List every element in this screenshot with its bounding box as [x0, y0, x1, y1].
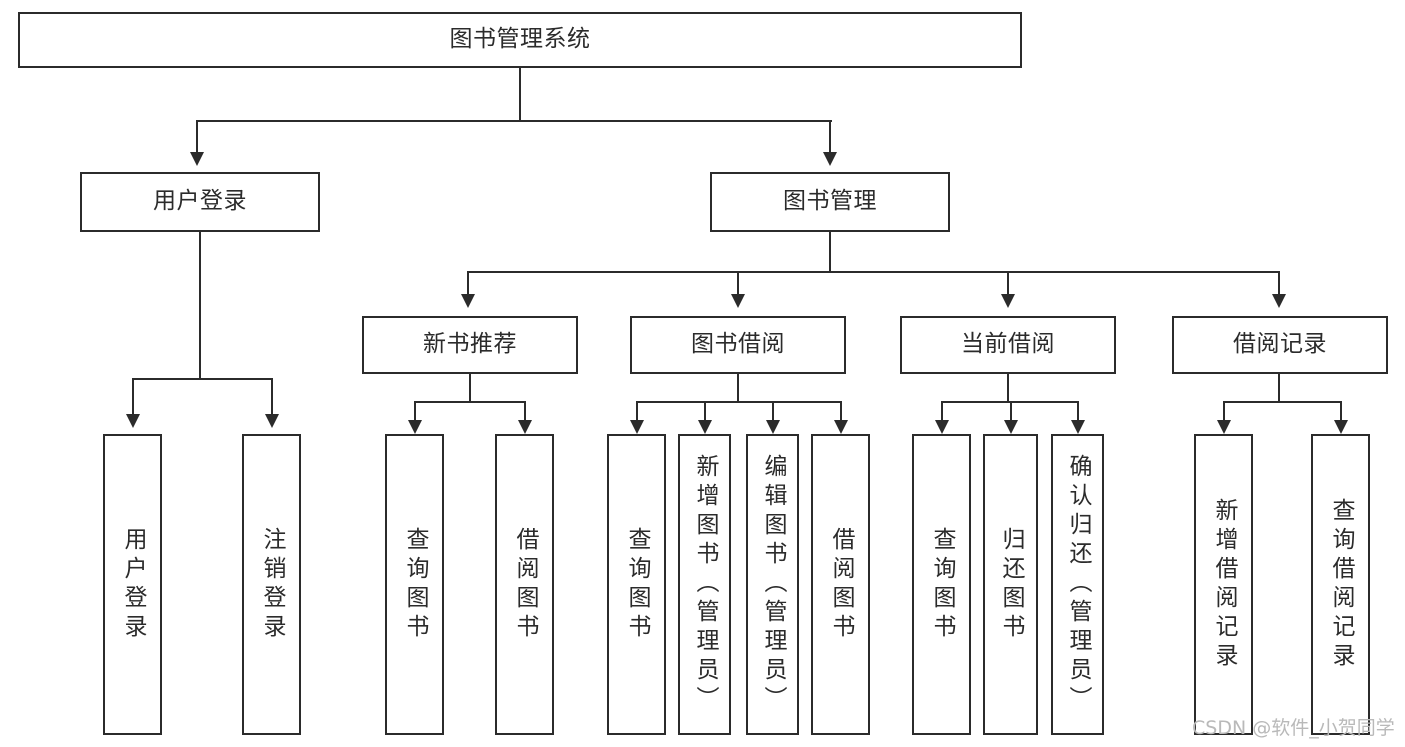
edge-book-borrow-bus: [637, 401, 842, 403]
edge-root-trunk: [519, 68, 521, 121]
node-label: 用户登录: [120, 526, 146, 643]
edge-to-leaf-nb-query: [414, 401, 416, 422]
edge-level3-bus: [468, 271, 1280, 273]
arrowhead-to-current-borrow: [1001, 294, 1015, 308]
node-label: 新书推荐: [423, 331, 517, 358]
edge-user-login-trunk: [199, 232, 201, 379]
edge-to-borrow-record: [1278, 271, 1280, 296]
leaf-bb-query-book[interactable]: 查询图书: [607, 434, 666, 735]
arrowhead-to-leaf-user-login: [126, 414, 140, 428]
arrowhead-to-leaf-nb-query: [408, 420, 422, 434]
edge-current-borrow-trunk: [1007, 374, 1009, 402]
edge-book-borrow-trunk: [737, 374, 739, 402]
arrowhead-to-new-book: [461, 294, 475, 308]
arrowhead-to-leaf-logout: [265, 414, 279, 428]
edge-borrow-record-bus: [1224, 401, 1342, 403]
arrowhead-to-leaf-br-query: [1334, 420, 1348, 434]
node-label: 图书管理系统: [449, 26, 591, 53]
node-book-management[interactable]: 图书管理: [710, 172, 950, 232]
node-label: 查询图书: [402, 526, 428, 643]
edge-to-book-manage: [829, 120, 831, 154]
arrowhead-to-leaf-bb-borrow: [834, 420, 848, 434]
arrowhead-to-leaf-cb-return: [1004, 420, 1018, 434]
edge-to-leaf-cb-confirm: [1077, 401, 1079, 422]
arrowhead-to-leaf-bb-edit: [766, 420, 780, 434]
node-current-borrow[interactable]: 当前借阅: [900, 316, 1116, 374]
edge-new-book-bus: [415, 401, 526, 403]
arrowhead-to-book-borrow: [731, 294, 745, 308]
node-label: 图书借阅: [691, 331, 785, 358]
edge-to-current-borrow: [1007, 271, 1009, 296]
edge-borrow-record-trunk: [1278, 374, 1280, 402]
node-label: 当前借阅: [961, 331, 1055, 358]
node-label: 归还图书: [998, 526, 1024, 643]
edge-to-user-login: [196, 120, 198, 154]
node-book-borrow[interactable]: 图书借阅: [630, 316, 846, 374]
leaf-nb-query-book[interactable]: 查询图书: [385, 434, 444, 735]
edge-to-leaf-bb-add: [704, 401, 706, 422]
edge-to-leaf-br-query: [1340, 401, 1342, 422]
edge-to-leaf-bb-query: [636, 401, 638, 422]
leaf-bb-borrow-book[interactable]: 借阅图书: [811, 434, 870, 735]
node-label: 借阅图书: [512, 526, 538, 643]
leaf-cb-confirm-return[interactable]: 确认归还（管理员）: [1051, 434, 1104, 735]
node-label: 借阅图书: [828, 526, 854, 643]
leaf-br-add-record[interactable]: 新增借阅记录: [1194, 434, 1253, 735]
arrowhead-to-leaf-br-add: [1217, 420, 1231, 434]
leaf-cb-return-book[interactable]: 归还图书: [983, 434, 1038, 735]
arrowhead-to-book-manage: [823, 152, 837, 166]
arrowhead-to-leaf-cb-query: [935, 420, 949, 434]
arrowhead-to-leaf-cb-confirm: [1071, 420, 1085, 434]
edge-to-leaf-cb-query: [941, 401, 943, 422]
node-root-system[interactable]: 图书管理系统: [18, 12, 1022, 68]
node-label: 查询图书: [929, 526, 955, 643]
node-label: 确认归还（管理员）: [1065, 454, 1091, 715]
leaf-user-login[interactable]: 用户登录: [103, 434, 162, 735]
edge-to-leaf-user-login: [132, 378, 134, 416]
arrowhead-to-user-login: [190, 152, 204, 166]
leaf-cb-query-book[interactable]: 查询图书: [912, 434, 971, 735]
leaf-bb-add-book[interactable]: 新增图书（管理员）: [678, 434, 731, 735]
node-label: 用户登录: [153, 188, 247, 215]
arrowhead-to-leaf-nb-borrow: [518, 420, 532, 434]
node-user-login[interactable]: 用户登录: [80, 172, 320, 232]
arrowhead-to-leaf-bb-query: [630, 420, 644, 434]
edge-book-manage-trunk: [829, 232, 831, 272]
node-label: 借阅记录: [1233, 331, 1327, 358]
edge-to-leaf-cb-return: [1010, 401, 1012, 422]
edge-to-leaf-bb-edit: [772, 401, 774, 422]
node-label: 新增借阅记录: [1211, 497, 1237, 672]
edge-new-book-trunk: [469, 374, 471, 402]
leaf-logout[interactable]: 注销登录: [242, 434, 301, 735]
node-borrow-record[interactable]: 借阅记录: [1172, 316, 1388, 374]
edge-to-leaf-br-add: [1223, 401, 1225, 422]
node-label: 编辑图书（管理员）: [760, 454, 786, 715]
edge-user-login-bus: [133, 378, 273, 380]
arrowhead-to-leaf-bb-add: [698, 420, 712, 434]
node-new-book-recommend[interactable]: 新书推荐: [362, 316, 578, 374]
node-label: 注销登录: [259, 526, 285, 643]
edge-to-book-borrow: [737, 271, 739, 296]
edge-level2-bus: [197, 120, 832, 122]
leaf-bb-edit-book[interactable]: 编辑图书（管理员）: [746, 434, 799, 735]
arrowhead-to-borrow-record: [1272, 294, 1286, 308]
leaf-nb-borrow-book[interactable]: 借阅图书: [495, 434, 554, 735]
node-label: 查询借阅记录: [1328, 497, 1354, 672]
node-label: 查询图书: [624, 526, 650, 643]
node-label: 图书管理: [783, 188, 877, 215]
leaf-br-query-record[interactable]: 查询借阅记录: [1311, 434, 1370, 735]
node-label: 新增图书（管理员）: [692, 454, 718, 715]
edge-to-leaf-nb-borrow: [524, 401, 526, 422]
edge-to-new-book: [467, 271, 469, 296]
edge-to-leaf-logout: [271, 378, 273, 416]
edge-to-leaf-bb-borrow: [840, 401, 842, 422]
